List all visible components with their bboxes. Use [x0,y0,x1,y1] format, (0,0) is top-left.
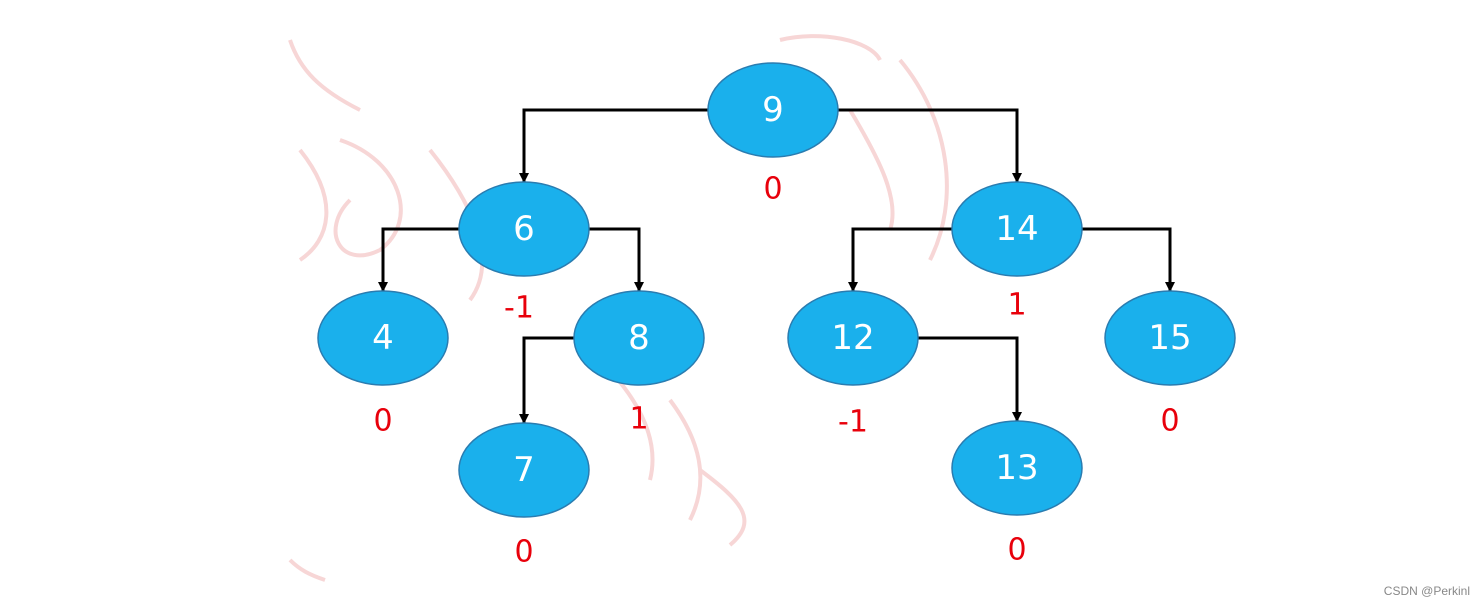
edge-n12-to-n13 [918,336,1022,422]
edge-n6-to-n8 [589,227,644,292]
balance-factor-label: 0 [1160,404,1179,439]
node-ellipse [458,422,590,518]
tree-node-8: 81 [573,290,705,437]
watermark [288,34,949,582]
tree-node-14: 14 1 [951,181,1083,323]
balance-factor-label: 0 [514,535,533,570]
tree-node-4: 40 [317,290,449,439]
node-value-label: 14 [995,209,1038,249]
credit-watermark: CSDN @Perkinl [1383,584,1470,598]
balance-factor-label: 0 [763,172,782,207]
tree-node-7: 70 [458,422,590,570]
tree-node-13: 13 0 [951,420,1083,568]
node-value-label: 7 [513,450,535,490]
node-value-label: 13 [995,448,1038,488]
node-ellipse [317,290,449,386]
tree-node-6: 6 -1 [458,181,590,326]
edge-n14-to-n12 [848,227,952,292]
node-ellipse [787,290,919,386]
balance-factor-label: 0 [373,404,392,439]
edge-n14-to-n15 [1082,227,1175,292]
node-value-label: 15 [1148,318,1191,358]
balance-factor-label: 0 [1007,533,1026,568]
tree-node-15: 15 0 [1104,290,1236,439]
node-ellipse [458,181,590,277]
tree-node-12: 12 -1 [787,290,919,440]
balance-factor-label: -1 [504,291,534,326]
edge-n8-to-n7 [519,336,574,424]
tree-node-9: 90 [707,62,839,207]
edges-layer [378,108,1175,424]
node-ellipse [707,62,839,158]
node-ellipse [573,290,705,386]
node-value-label: 12 [831,318,874,358]
balance-factor-label: 1 [629,402,648,437]
node-ellipse [951,420,1083,516]
edge-n9-to-n6 [519,108,708,183]
node-value-label: 6 [513,209,535,249]
edge-n9-to-n14 [838,108,1022,183]
balance-factor-label: 1 [1007,288,1026,323]
node-value-label: 8 [628,318,650,358]
node-ellipse [951,181,1083,277]
node-ellipse [1104,290,1236,386]
balance-factor-label: -1 [838,405,868,440]
edge-n6-to-n4 [378,227,459,292]
node-value-label: 9 [762,90,784,130]
node-value-label: 4 [372,318,394,358]
